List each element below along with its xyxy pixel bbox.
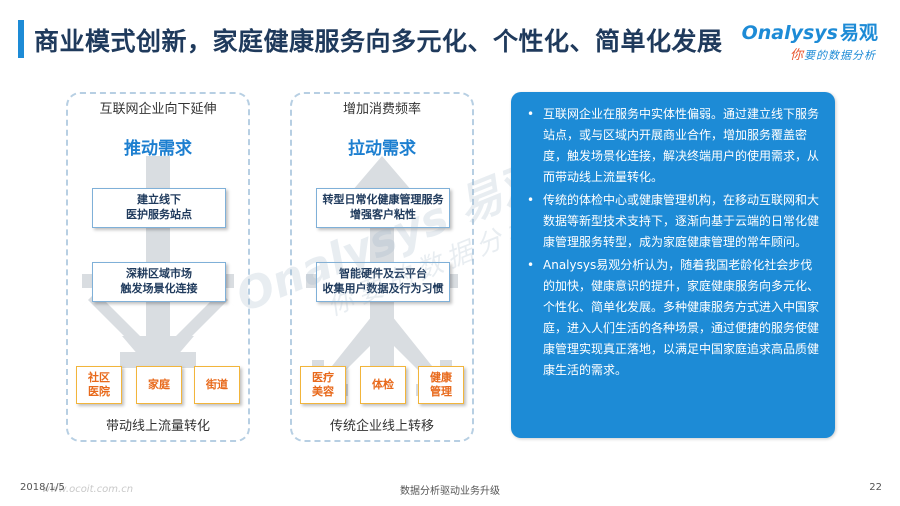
scene-tag-line: 美容 — [312, 385, 334, 398]
panel-pull-demand: 增加消费频率 拉动需求 转型日常化健康管理服务 增强客户粘性 智能硬件及云平台 … — [290, 92, 474, 442]
scene-tag-line: 医疗 — [312, 370, 334, 384]
page-number: 22 — [869, 482, 882, 493]
scene-tag-line: 街道 — [206, 377, 228, 391]
info-box-line: 建立线下 — [137, 193, 181, 207]
scene-tag-line: 社区 — [88, 370, 110, 384]
info-box-line: 增强客户粘性 — [350, 208, 416, 221]
scene-tag-medical-beauty: 医疗 美容 — [300, 366, 346, 404]
scene-tag-line: 健康 — [430, 370, 452, 384]
bullet-item: 互联网企业在服务中实体性偏弱。通过建立线下服务站点，或与区域内开展商业合作，增加… — [527, 104, 823, 188]
info-box-smart-hardware: 智能硬件及云平台 收集用户数据及行为习惯 — [316, 262, 450, 302]
logo-brand-cn: 易观 — [839, 22, 878, 44]
info-box-line: 转型日常化健康管理服务 — [322, 193, 444, 207]
info-box-offline-stations: 建立线下 医护服务站点 — [92, 188, 226, 228]
bullet-item: Analysys易观分析认为，随着我国老龄化社会步伐的加快，健康意识的提升，家庭… — [527, 255, 823, 381]
scene-tags: 社区 医院 家庭 街道 — [76, 366, 240, 406]
scene-tag-line: 医院 — [88, 385, 110, 398]
page-title: 商业模式创新，家庭健康服务向多元化、个性化、简单化发展 — [34, 27, 723, 56]
info-box-line: 智能硬件及云平台 — [339, 267, 427, 281]
logo-tagline-accent: 你 — [789, 48, 804, 63]
scene-tag-home: 家庭 — [136, 366, 182, 404]
analysis-text-box: 互联网企业在服务中实体性偏弱。通过建立线下服务站点，或与区域内开展商业合作，增加… — [511, 92, 835, 438]
scene-tag-line: 家庭 — [148, 377, 170, 391]
panel-bottom-label: 带动线上流量转化 — [105, 419, 210, 434]
panel-heading: 推动需求 — [124, 139, 192, 159]
info-box-line: 深耕区域市场 — [126, 267, 192, 281]
logo-tagline: 你要的数据分析 — [790, 44, 876, 63]
scene-tag-health-management: 健康 管理 — [418, 366, 464, 404]
logo-tagline-rest: 要的数据分析 — [804, 49, 876, 62]
info-box-daily-health-management: 转型日常化健康管理服务 增强客户粘性 — [316, 188, 450, 228]
info-box-regional-market: 深耕区域市场 触发场景化连接 — [92, 262, 226, 302]
info-box-line: 触发场景化连接 — [120, 282, 198, 295]
bullet-list: 互联网企业在服务中实体性偏弱。通过建立线下服务站点，或与区域内开展商业合作，增加… — [511, 92, 835, 381]
scene-tag-line: 管理 — [430, 385, 452, 398]
scene-tag-checkup: 体检 — [360, 366, 406, 404]
scene-tag-line: 体检 — [372, 377, 394, 391]
scene-tags: 医疗 美容 体检 健康 管理 — [300, 366, 464, 406]
info-box-line: 收集用户数据及行为习惯 — [322, 282, 444, 295]
scene-tag-street: 街道 — [194, 366, 240, 404]
title-accent-bar — [18, 20, 24, 58]
footer-date: 2018/1/5 — [20, 482, 65, 493]
panel-top-label: 互联网企业向下延伸 — [99, 102, 217, 117]
panel-bottom-label: 传统企业线上转移 — [329, 419, 434, 434]
bullet-item: 传统的体检中心或健康管理机构，在移动互联网和大数据等新型技术支持下，逐渐向基于云… — [527, 190, 823, 253]
panel-push-demand: 互联网企业向下延伸 推动需求 建立线下 医护服务站点 深耕区域市场 触发场景化连… — [66, 92, 250, 442]
footer-slogan: 数据分析驱动业务升级 — [400, 486, 500, 497]
info-box-line: 医护服务站点 — [126, 208, 192, 221]
panel-heading: 拉动需求 — [348, 139, 416, 159]
footer-url-watermark: www.ocoit.com.cn — [42, 484, 134, 495]
panel-top-label: 增加消费频率 — [342, 102, 421, 117]
scene-tag-community-hospital: 社区 医院 — [76, 366, 122, 404]
logo-brand-en: Onalysys — [741, 22, 838, 44]
